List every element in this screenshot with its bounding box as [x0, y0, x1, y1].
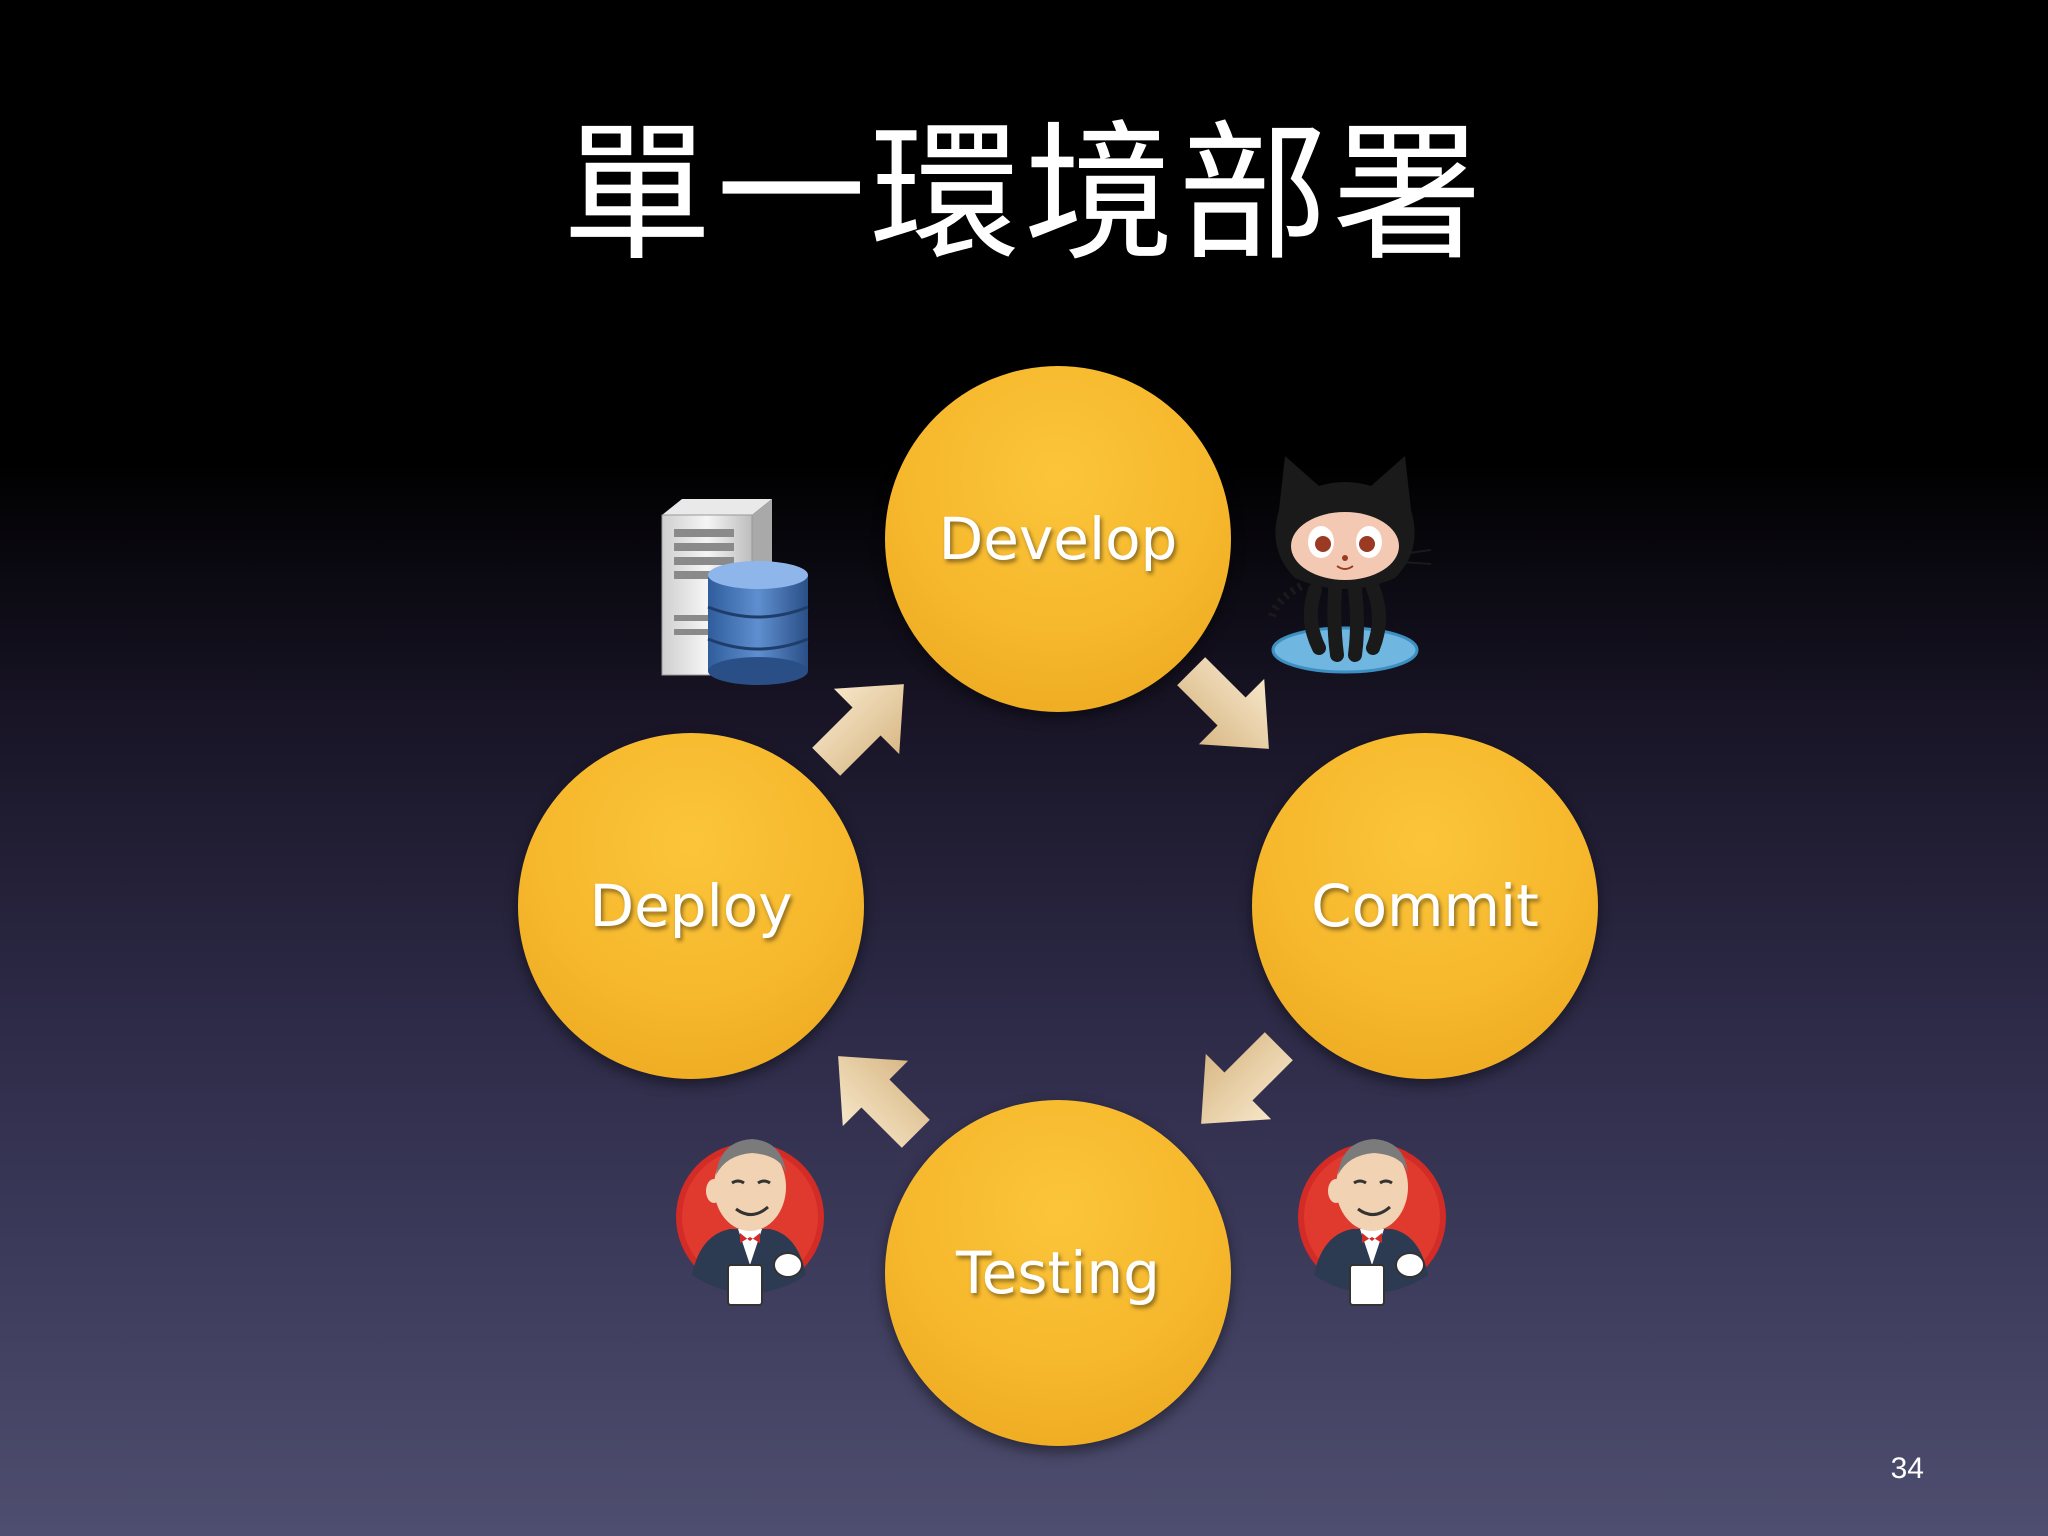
octocat-icon: [1267, 456, 1432, 674]
slide-title: 單一環境部署: [561, 108, 1486, 282]
server-database-icon: [661, 499, 809, 685]
develop-node: Develop: [885, 366, 1231, 712]
jenkins-butler-icon: [674, 1137, 826, 1307]
testing-node: Testing: [885, 1100, 1231, 1446]
commit-node: Commit: [1252, 733, 1598, 1079]
deploy-label: Deploy: [589, 872, 793, 940]
testing-label: Testing: [956, 1239, 1160, 1307]
develop-label: Develop: [938, 505, 1178, 573]
commit-label: Commit: [1311, 872, 1539, 940]
deploy-node: Deploy: [518, 733, 864, 1079]
page-number: 34: [1890, 1452, 1924, 1485]
jenkins-butler-icon: [1296, 1137, 1448, 1307]
